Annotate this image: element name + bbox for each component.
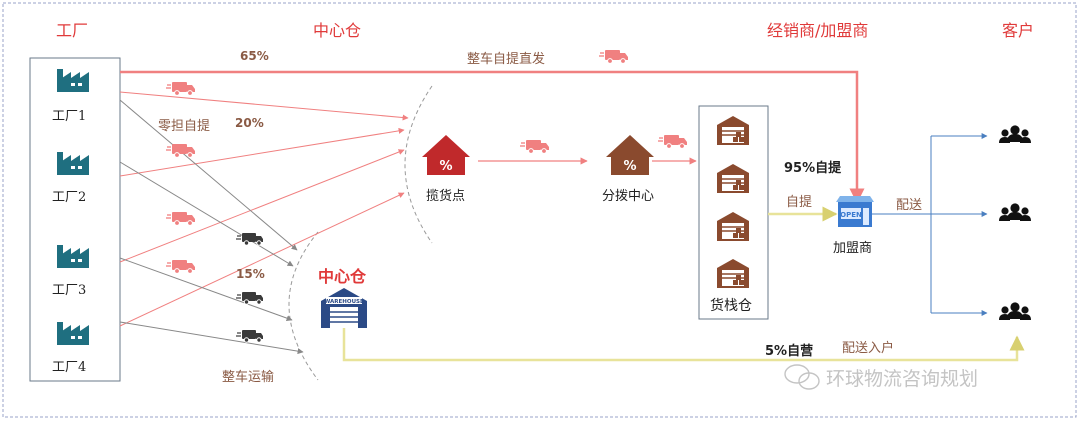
header-dealer: 经销商/加盟商 (767, 21, 869, 40)
truck-distribution-icon (657, 134, 688, 150)
distribution-center-label: 分拨中心 (602, 189, 655, 204)
pickup-point-icon: % (422, 135, 470, 175)
customer-1-icon (999, 125, 1031, 143)
franchisee-shop-icon: OPEN (836, 196, 874, 227)
truck-ltl-2-icon (165, 143, 196, 159)
ftl-label: 整车运输 (222, 370, 275, 385)
customer-3-icon (999, 302, 1031, 320)
watermark: 环球物流咨询规划 (826, 368, 979, 390)
svg-text:%: % (623, 159, 636, 174)
ltl-arrows (119, 91, 409, 327)
distribution-center-icon: % (606, 135, 654, 175)
delivery-arrows (872, 133, 988, 316)
factory-3-label: 工厂3 (52, 283, 87, 298)
home-delivery-arrow (342, 328, 1025, 362)
self-operated-pct: 5%自营 (765, 344, 814, 359)
svg-text:%: % (439, 159, 452, 174)
ltl-label: 零担自提 (158, 119, 211, 134)
truck-ltl-3-icon (165, 211, 196, 227)
header-factory: 工厂 (56, 21, 89, 40)
warehouse-sign: WAREHOUSE (324, 299, 364, 305)
central-warehouse-arc (288, 231, 319, 381)
factory-4-label: 工厂4 (52, 360, 87, 375)
customer-2-icon (999, 203, 1031, 221)
home-delivery-label: 配送入户 (842, 341, 895, 356)
header-customer: 客户 (1002, 21, 1035, 40)
header-central-warehouse: 中心仓 (313, 21, 362, 40)
ftl-pct: 15% (236, 267, 265, 281)
factory-2-label: 工厂2 (52, 190, 87, 205)
factory-1-label: 工厂1 (52, 109, 87, 124)
direct-pct: 65% (240, 49, 269, 63)
pickup-arc (404, 85, 433, 244)
self-pickup-pct: 95%自提 (784, 161, 842, 176)
self-pickup-label: 自提 (786, 195, 813, 210)
factory-panel (29, 57, 121, 382)
truck-ltl-1-icon (165, 81, 196, 97)
wechat-icon (784, 364, 820, 390)
pickup-point-label: 揽货点 (426, 189, 466, 204)
central-warehouse-node-label: 中心仓 (318, 267, 367, 286)
delivery-label: 配送 (896, 198, 923, 213)
truck-pickup-icon (519, 139, 550, 155)
direct-label: 整车自提直发 (467, 52, 546, 67)
ltl-pct: 20% (235, 116, 264, 130)
outer-frame (2, 2, 1077, 418)
direct-flow-arrow (120, 70, 865, 204)
truck-ftl-1-icon (235, 232, 264, 246)
truck-ftl-2-icon (235, 291, 264, 305)
franchisee-label: 加盟商 (833, 241, 873, 256)
ftl-arrows (119, 99, 304, 355)
truck-ftl-3-icon (235, 329, 264, 343)
shop-sign: OPEN (840, 211, 862, 219)
stock-warehouse-label: 货栈仓 (710, 298, 752, 314)
truck-ltl-4-icon (165, 259, 196, 275)
truck-direct-icon (598, 49, 629, 65)
central-warehouse-icon: WAREHOUSE (321, 288, 367, 328)
